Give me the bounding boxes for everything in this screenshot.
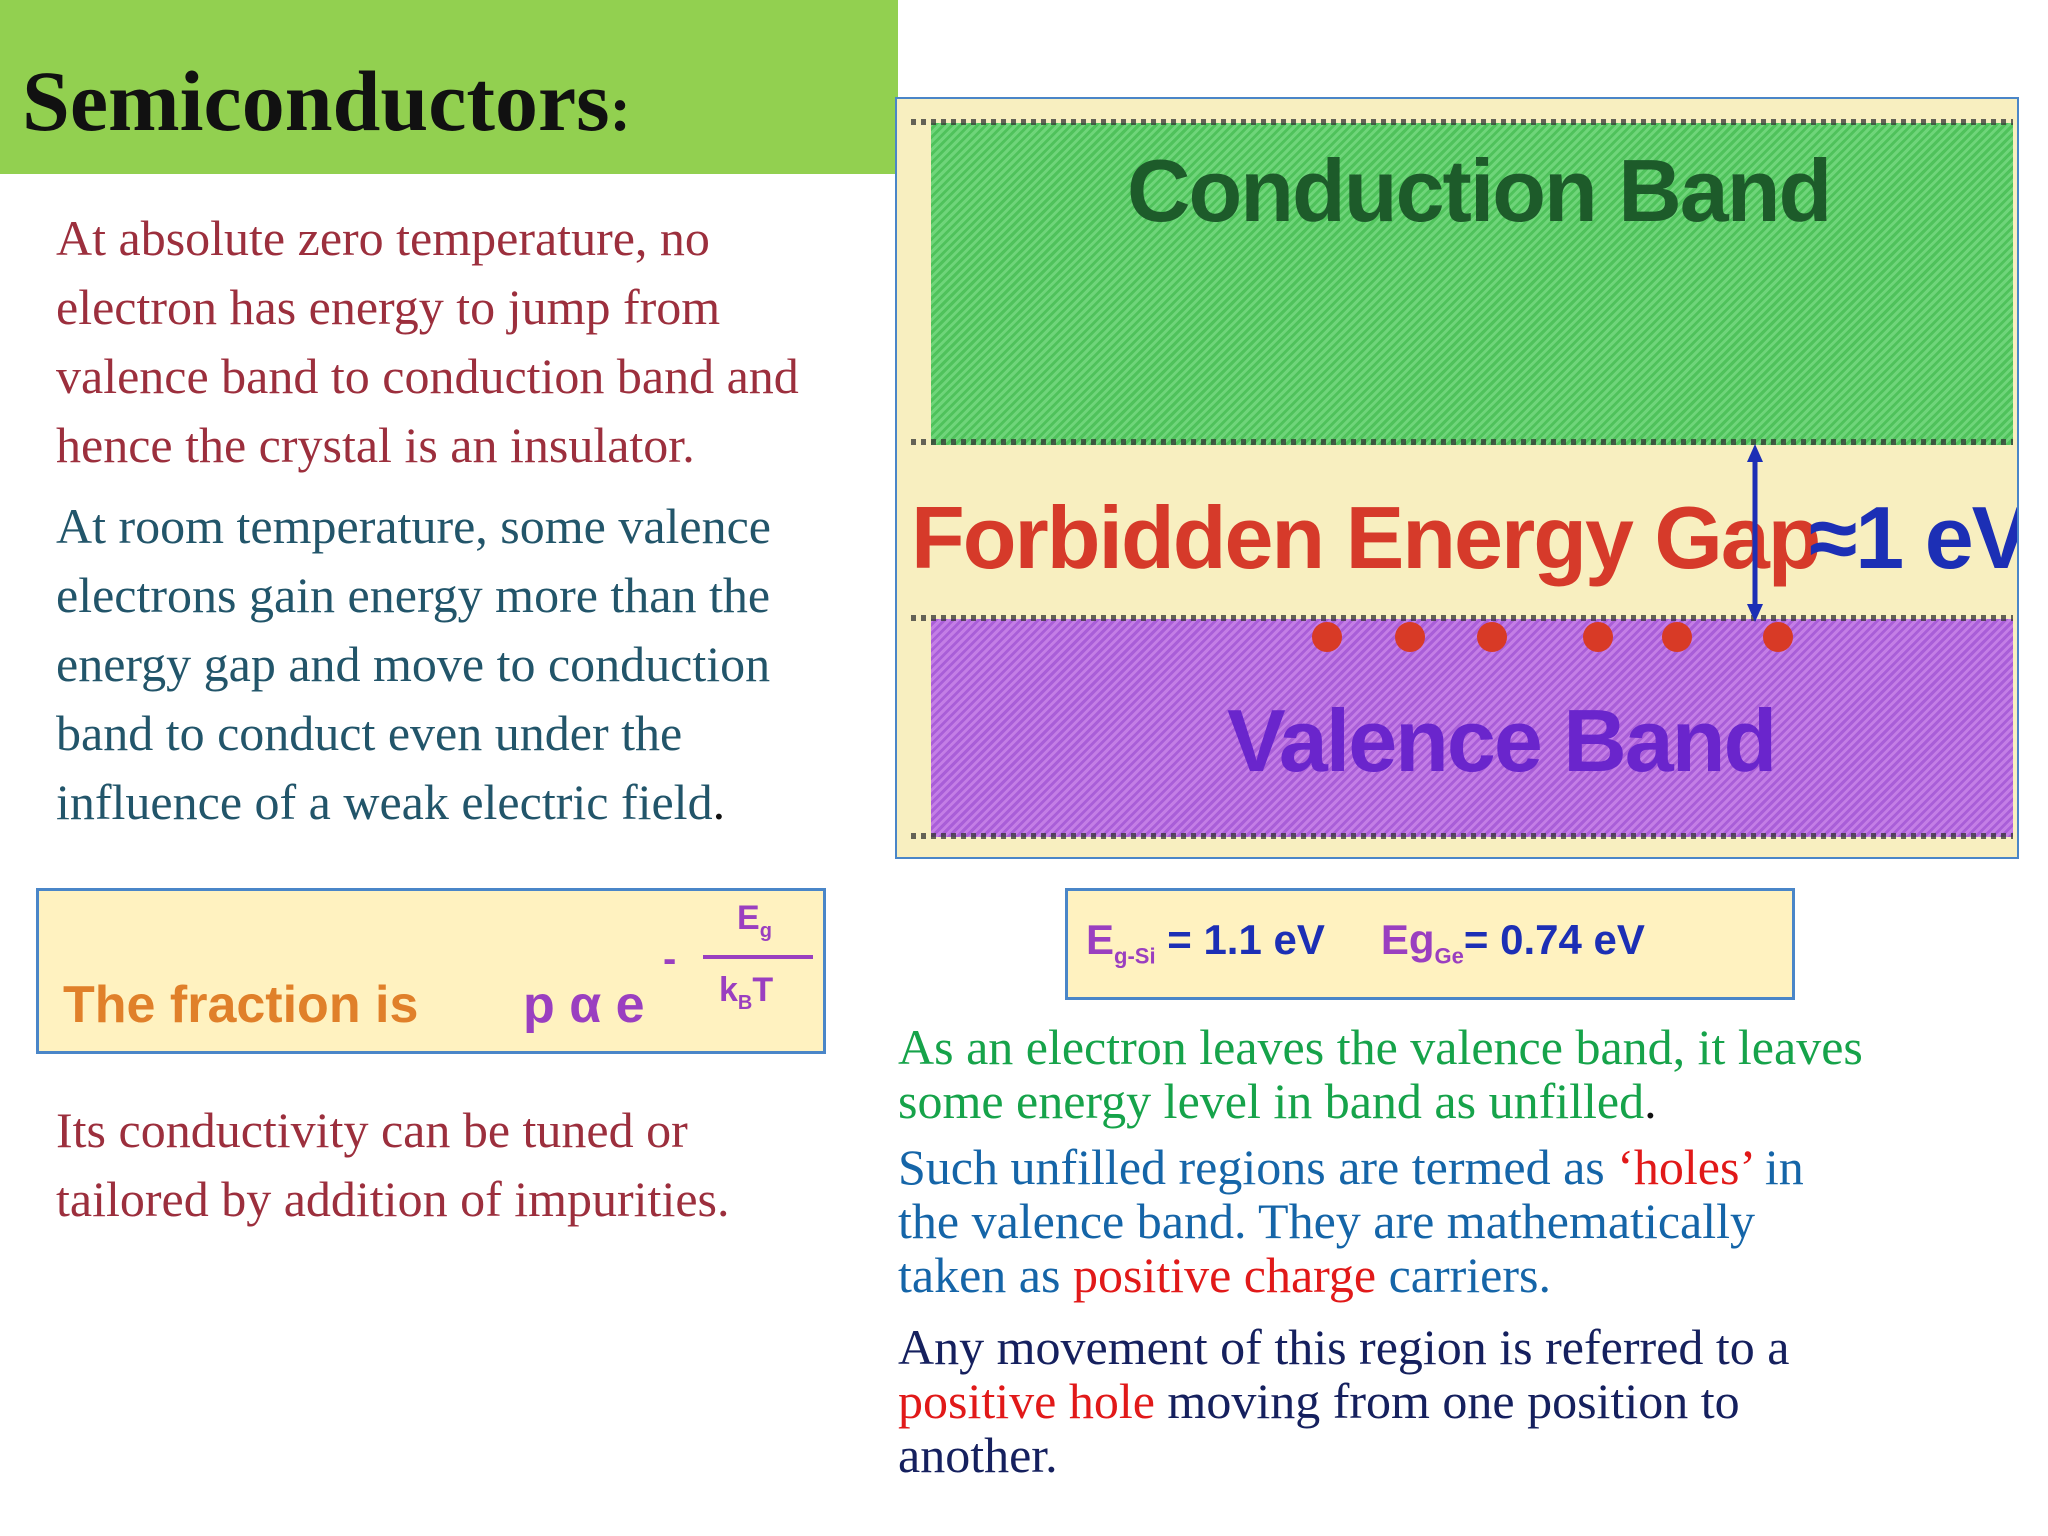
text-line: electrons gain energy more than the <box>56 567 771 623</box>
electron-dot <box>1583 622 1613 652</box>
room-temperature-paragraph: At room temperature, some valence electr… <box>56 492 771 837</box>
text-line: the valence band. They are mathematicall… <box>898 1193 1756 1249</box>
numerator-subscript: g <box>759 919 772 942</box>
gap-value-label: ≈1 eV <box>1809 488 2019 587</box>
text-line: influence of a weak electric field <box>56 774 713 830</box>
text-segment: Such unfilled regions are termed as <box>898 1139 1618 1195</box>
band-diagram: Conduction Band Forbidden Energy Gap ≈1 … <box>895 97 2019 859</box>
conduction-band-label: Conduction Band <box>1127 141 1832 240</box>
electron-dot <box>1477 622 1507 652</box>
si-symbol: E <box>1086 916 1115 963</box>
denominator-subscript: B <box>737 991 753 1014</box>
text-line: valence band to conduction band and <box>56 348 799 404</box>
electron-dot <box>1312 622 1342 652</box>
text-line: At absolute zero temperature, no <box>56 210 710 266</box>
conduction-band-region <box>931 123 2013 445</box>
ge-symbol: Eg <box>1380 916 1435 963</box>
ge-value: = 0.74 eV <box>1463 916 1645 963</box>
text-line: energy gap and move to conduction <box>56 636 771 692</box>
text-line: tailored by addition of impurities. <box>56 1171 730 1227</box>
holes-paragraph: Such unfilled regions are termed as ‘hol… <box>898 1140 1804 1302</box>
text-line: Any movement of this region is referred … <box>898 1319 1790 1375</box>
hole-movement-paragraph: Any movement of this region is referred … <box>898 1320 1789 1482</box>
holes-term: ‘holes’ <box>1617 1139 1753 1195</box>
denominator-symbol: k <box>719 971 738 1009</box>
conductivity-paragraph: Its conductivity can be tuned or tailore… <box>56 1096 730 1234</box>
formula-denominator: kBT <box>719 973 773 1013</box>
formula-numerator: Eg <box>737 901 772 941</box>
fraction-formula-box: The fraction is p α e - Eg kBT <box>36 888 826 1054</box>
formula-minus: - <box>663 937 677 981</box>
formula-base: p α e <box>523 976 645 1034</box>
text-line: another. <box>898 1427 1058 1483</box>
title-text: Semiconductors <box>22 53 610 149</box>
text-line: electron has energy to jump from <box>56 279 721 335</box>
text-line: some energy level in band as unfilled <box>898 1073 1645 1129</box>
electron-dot <box>1662 622 1692 652</box>
denominator-tail: T <box>752 971 774 1009</box>
text-line: hence the crystal is an insulator. <box>56 417 695 473</box>
double-arrow-icon <box>1747 444 1763 622</box>
electron-dot <box>1395 622 1425 652</box>
electron-dot <box>1763 622 1793 652</box>
band-edge-dotted-line <box>911 119 2013 125</box>
text-period: . <box>1644 1073 1657 1129</box>
si-value: = 1.1 eV <box>1167 916 1325 963</box>
text-line: band to conduct even under the <box>56 705 683 761</box>
si-subscript: g-Si <box>1114 943 1156 969</box>
text-segment: moving from one position to <box>1154 1373 1740 1429</box>
forbidden-gap-label: Forbidden Energy Gap <box>911 488 1822 587</box>
text-segment: taken as <box>898 1247 1073 1303</box>
title-bar <box>0 0 898 174</box>
title-colon: : <box>609 73 631 144</box>
text-line: At room temperature, some valence <box>56 498 771 554</box>
valence-band-label: Valence Band <box>1227 691 1777 790</box>
valence-band-region <box>931 619 2013 837</box>
text-segment: carriers. <box>1376 1247 1551 1303</box>
numerator-symbol: E <box>737 899 760 937</box>
band-edge-dotted-line <box>911 833 2013 839</box>
positive-hole-term: positive hole <box>898 1373 1155 1429</box>
bandgap-values: Eg-Si = 1.1 eV EgGe= 0.74 eV <box>1086 919 1645 967</box>
ge-subscript: Ge <box>1434 943 1464 969</box>
text-line: Its conductivity can be tuned or <box>56 1102 688 1158</box>
electron-leaves-paragraph: As an electron leaves the valence band, … <box>898 1020 1863 1128</box>
band-edge-dotted-line <box>911 439 2013 445</box>
fraction-line <box>703 955 813 959</box>
text-line: As an electron leaves the valence band, … <box>898 1019 1863 1075</box>
fraction-label: The fraction is <box>63 976 419 1034</box>
bandgap-values-box: Eg-Si = 1.1 eV EgGe= 0.74 eV <box>1065 888 1795 1000</box>
text-period: . <box>712 774 726 830</box>
slide-title: Semiconductors: <box>22 58 631 144</box>
absolute-zero-paragraph: At absolute zero temperature, no electro… <box>56 204 799 480</box>
text-segment: in <box>1752 1139 1804 1195</box>
band-edge-dotted-line <box>911 615 2013 621</box>
positive-charge-term: positive charge <box>1072 1247 1377 1303</box>
